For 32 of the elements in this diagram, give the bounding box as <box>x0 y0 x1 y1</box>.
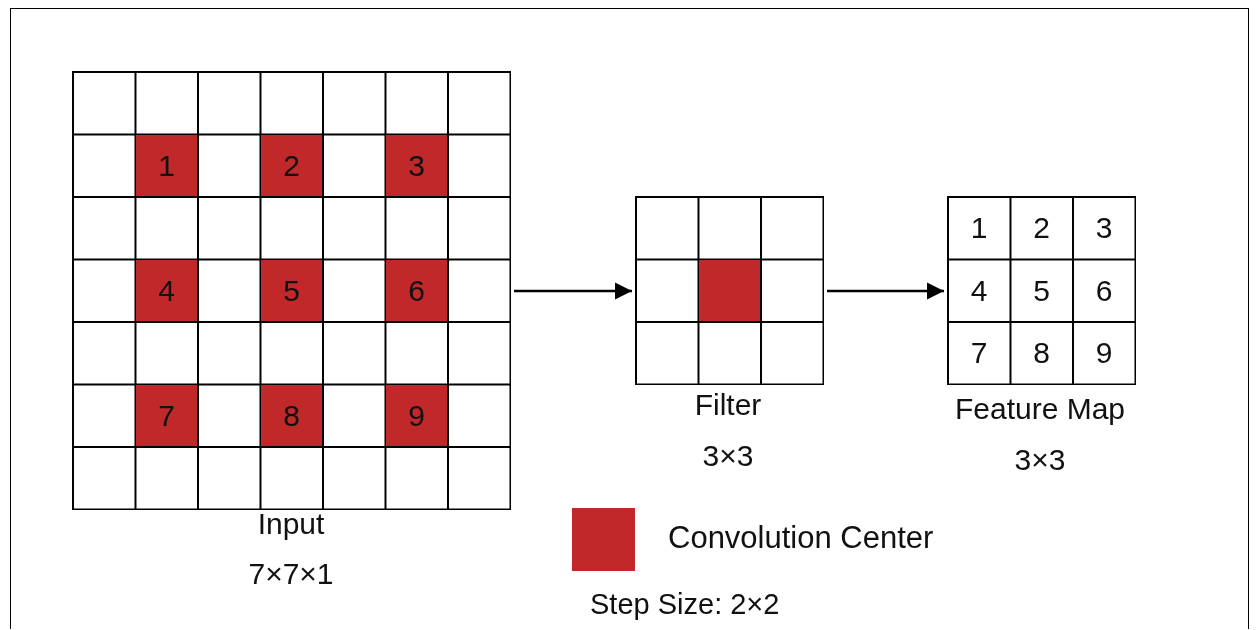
grid-caption: 3×3 <box>702 439 754 473</box>
grid-caption: Filter <box>694 388 762 422</box>
feature-value: 5 <box>1011 260 1072 321</box>
highlighted-cell: 6 <box>386 260 447 321</box>
feature-value: 4 <box>948 260 1010 321</box>
highlighted-cell: 8 <box>261 385 322 446</box>
feature-value: 7 <box>948 322 1010 384</box>
highlighted-cell: 5 <box>261 260 322 321</box>
highlighted-cell: 1 <box>136 135 197 196</box>
filter-grid <box>635 196 824 385</box>
highlighted-cell: 9 <box>386 385 447 446</box>
highlighted-cell: 4 <box>136 260 197 321</box>
highlighted-cell: 7 <box>136 385 197 446</box>
grid-caption: Feature Map <box>954 392 1126 426</box>
highlighted-cell: 3 <box>386 135 447 196</box>
arrow <box>514 282 632 300</box>
legend-label: Convolution Center <box>668 520 934 556</box>
feature-value: 3 <box>1073 197 1135 259</box>
input-grid <box>72 71 511 510</box>
feature-value: 1 <box>948 197 1010 259</box>
grid-caption: 3×3 <box>1014 443 1066 477</box>
highlighted-cell: 2 <box>261 135 322 196</box>
note-text: Step Size: 2×2 <box>590 588 780 621</box>
grid-caption: 7×7×1 <box>248 557 334 591</box>
grid-caption: Input <box>257 507 325 541</box>
feature-value: 6 <box>1073 260 1135 321</box>
feature-value: 2 <box>1011 197 1072 259</box>
feature-value: 9 <box>1073 322 1135 384</box>
feature-map-grid <box>947 196 1136 385</box>
feature-value: 8 <box>1011 322 1072 384</box>
arrow <box>827 282 944 300</box>
center-cell <box>699 260 760 321</box>
